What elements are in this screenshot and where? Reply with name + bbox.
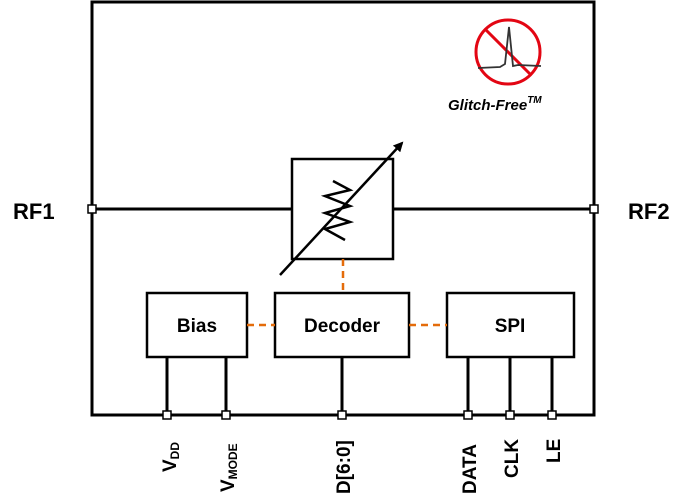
- bias-block: Bias: [145, 291, 249, 359]
- pin-label-vdd: VDD: [160, 442, 182, 472]
- pin-vmode: [221, 410, 231, 420]
- pin-label-vmode: VMODE: [218, 443, 240, 492]
- resistor-icon: [320, 179, 355, 242]
- pin-label-data: DATA: [460, 444, 481, 494]
- rf1-label: RF1: [13, 199, 55, 224]
- pin-vdd: [162, 410, 172, 420]
- pin-le: [547, 410, 557, 420]
- decoder-block: Decoder: [273, 291, 411, 359]
- pin-label-le: LE: [544, 439, 565, 463]
- decoder-label: Decoder: [304, 316, 381, 337]
- glitch-free-logo: Glitch-FreeTM: [448, 18, 542, 114]
- no-glitch-icon: [474, 18, 542, 86]
- pin-clk: [505, 410, 515, 420]
- pin-d: [337, 410, 347, 420]
- pin-data: [463, 410, 473, 420]
- glitch-free-text: Glitch-FreeTM: [448, 95, 542, 114]
- bias-label: Bias: [177, 316, 217, 337]
- spi-block: SPI: [445, 291, 576, 359]
- attenuator-block: [279, 141, 404, 276]
- pin-label-clk: CLK: [502, 439, 523, 478]
- variable-arrow-icon: [279, 141, 404, 276]
- pin-rf2: [589, 204, 599, 214]
- pin-label-d: D[6:0]: [334, 440, 355, 494]
- rf2-label: RF2: [628, 199, 670, 224]
- spi-label: SPI: [495, 316, 526, 337]
- pin-rf1: [87, 204, 97, 214]
